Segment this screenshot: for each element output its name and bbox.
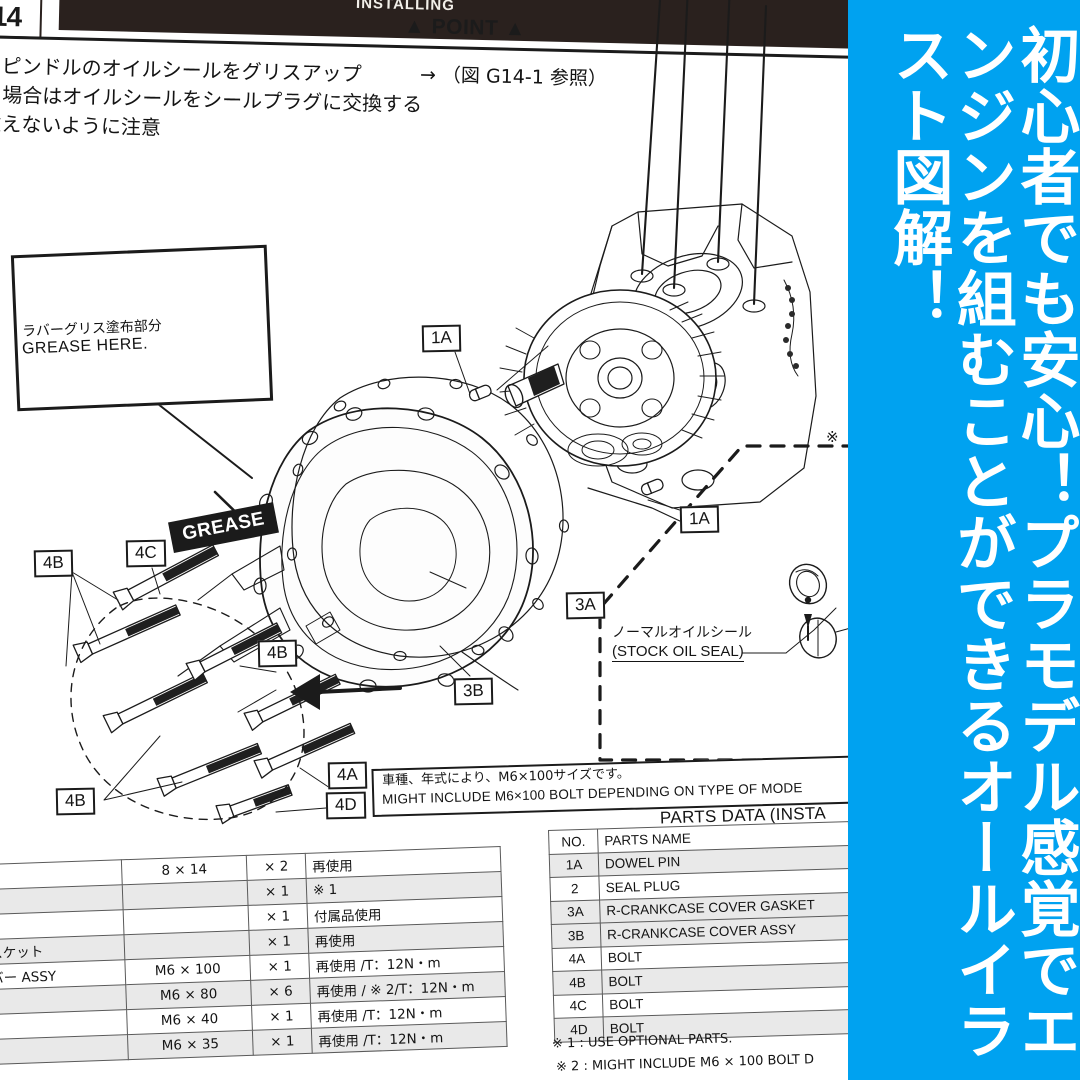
jp-cell: × 1 <box>251 1003 312 1031</box>
jp-cell: × 1 <box>248 928 309 956</box>
header-english-band-text: INSTALLING <box>355 0 456 15</box>
promo-banner-text: 初心者でも安心！プラモデル感覚でエンジンを組むことができるオールイラスト図解！ <box>882 24 1080 1061</box>
asterisk-mark: ※ <box>826 429 839 446</box>
jp-cell: ボルト <box>0 1034 129 1069</box>
en-cell: 3B <box>551 922 601 948</box>
part-label-1a-top: 1A <box>421 324 462 352</box>
jp-cell: × 2 <box>246 853 307 881</box>
header-figure-reference: → （図 G14-1 参照） <box>419 63 608 91</box>
en-cell: 4B <box>552 969 603 995</box>
part-label-3b: 3B <box>453 677 494 705</box>
part-label-4b-3: 4B <box>55 787 96 815</box>
en-cell: 4C <box>553 993 604 1019</box>
jp-cell: 再使用 /T：12N・m <box>311 1021 508 1054</box>
part-label-4d: 4D <box>325 791 367 819</box>
jp-cell: × 1 <box>252 1028 313 1056</box>
en-cell: 1A <box>549 852 599 878</box>
part-label-4b-2: 4B <box>257 639 298 667</box>
header-japanese-instructions: ァースピンドルのオイルシールをグリスアップ にする場合はオイルシールをシールプラ… <box>0 51 423 149</box>
grease-tag: GREASE <box>168 502 280 553</box>
page-number: 14 <box>0 0 22 33</box>
point-heading: ▲ POINT ▲ <box>403 14 527 41</box>
jp-parts-data-table: ーツ名称 8 × 14 × 2 再使用 ゥクピン × 1 ※ 1 ールプラグ ×… <box>0 846 508 1069</box>
en-col-no: NO. <box>548 829 599 854</box>
part-label-1a-bottom: 1A <box>679 505 720 533</box>
en-cell: 2 <box>549 876 600 901</box>
jp-cell: × 1 <box>247 878 307 906</box>
jp-parts-data-table-wrap: ーツ名称 8 × 14 × 2 再使用 ゥクピン × 1 ※ 1 ールプラグ ×… <box>0 846 508 1069</box>
promo-banner: 初心者でも安心！プラモデル感覚でエンジンを組むことができるオールイラスト図解！ <box>848 0 1080 1080</box>
part-label-4c: 4C <box>125 539 167 567</box>
jp-cell: M6 × 35 <box>127 1030 254 1060</box>
en-cell: 4A <box>552 946 602 972</box>
jp-cell: × 1 <box>248 903 308 931</box>
en-footnote-2: ※ 2 : MIGHT INCLUDE M6 × 100 BOLT D <box>555 1052 815 1075</box>
jp-cell: × 1 <box>249 953 310 981</box>
stock-oil-seal-jp-label: ノーマルオイルシール <box>612 625 752 641</box>
en-cell: 3A <box>550 899 601 925</box>
jp-cell: × 6 <box>250 978 311 1006</box>
part-label-4a: 4A <box>327 761 368 789</box>
part-label-3a: 3A <box>565 591 606 619</box>
stock-oil-seal-en-label: (STOCK OIL SEAL) <box>612 643 744 662</box>
part-label-4b-1: 4B <box>33 549 74 577</box>
